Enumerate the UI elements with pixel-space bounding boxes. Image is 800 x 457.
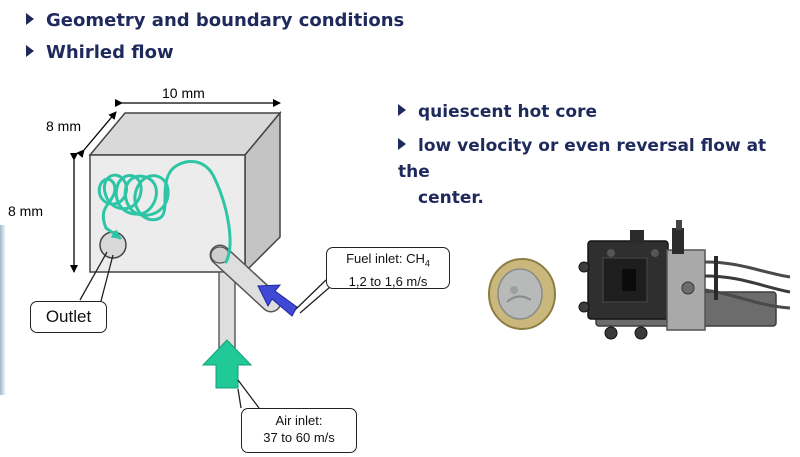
air-inlet-callout: Air inlet: 37 to 60 m/s [241, 408, 357, 453]
left-photo-edge [0, 225, 6, 395]
fuel-inlet-callout: Fuel inlet: CH4 1,2 to 1,6 m/s [326, 247, 450, 289]
outlet-callout: Outlet [30, 301, 107, 333]
bullet-quiescent-core: quiescent hot core [398, 102, 597, 122]
fuel-inlet-label: Fuel inlet: CH [346, 251, 425, 266]
bullet-triangle-icon [26, 13, 34, 25]
depth-dimension-label: 8 mm [46, 118, 81, 134]
whirled-flow-swirl [97, 160, 232, 264]
air-leader-line-2 [237, 379, 260, 409]
height-dimension-label: 8 mm [8, 203, 43, 219]
outlet-leader-line [79, 251, 108, 301]
bullet-triangle-icon [398, 138, 406, 150]
fuel-leader-line [295, 279, 327, 310]
air-inlet-label: Air inlet: [275, 413, 323, 428]
bullet-whirled-text: Whirled flow [46, 42, 174, 63]
burner-device-photo [578, 220, 791, 340]
air-inlet-arrow [201, 339, 253, 389]
bullet-low-velocity: low velocity or even reversal flow at th… [398, 133, 793, 211]
bullet-geometry-text: Geometry and boundary conditions [46, 10, 405, 31]
bullet-low-velocity-text-2: center. [418, 188, 484, 208]
fuel-leader-line-2 [299, 286, 331, 314]
width-dimension-label: 10 mm [162, 85, 205, 101]
coin-photo [488, 258, 556, 330]
bullet-triangle-icon [26, 45, 34, 57]
fuel-inlet-arrow [257, 284, 298, 317]
fuel-inlet-subscript: 4 [424, 258, 430, 269]
air-leader-line [237, 388, 242, 409]
depth-dimension-arrow [76, 111, 117, 158]
bullet-quiescent-text: quiescent hot core [418, 102, 597, 122]
bullet-low-velocity-text-1: low velocity or even reversal flow at th… [398, 136, 767, 182]
bullet-whirled-flow: Whirled flow [26, 42, 174, 63]
bullet-triangle-icon [398, 104, 406, 116]
air-inlet-speed: 37 to 60 m/s [263, 430, 335, 445]
bullet-geometry: Geometry and boundary conditions [26, 10, 404, 31]
outlet-leader-line-2 [100, 254, 114, 302]
outlet-port [99, 231, 127, 259]
fuel-inlet-speed: 1,2 to 1,6 m/s [348, 273, 428, 289]
fuel-inlet-label-line: Fuel inlet: CH4 [327, 250, 449, 273]
